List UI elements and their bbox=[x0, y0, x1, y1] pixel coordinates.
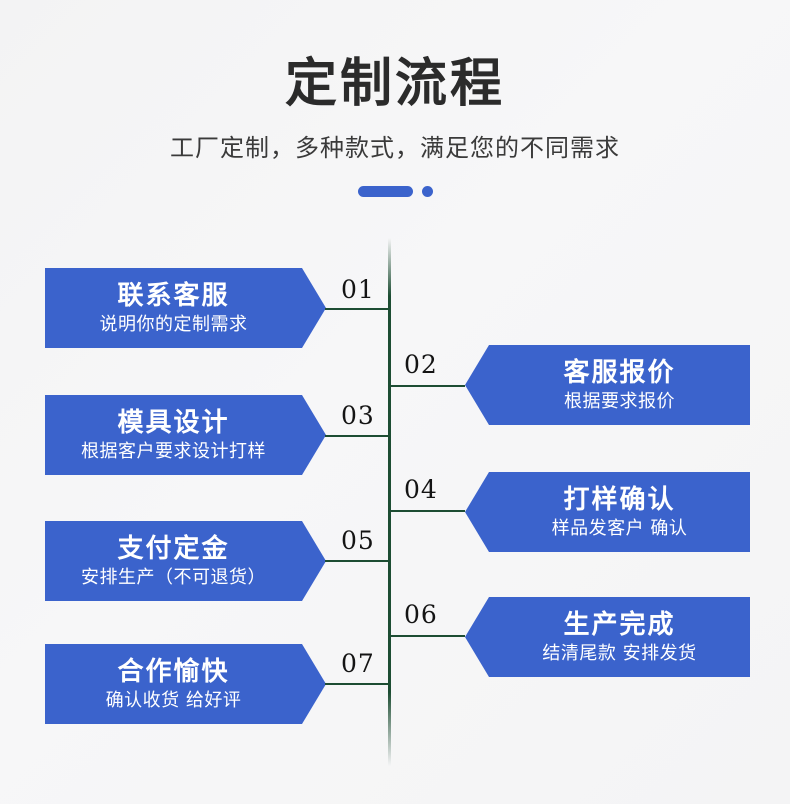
flow-step-title: 打样确认 bbox=[563, 484, 676, 515]
flow-step-box-02[interactable]: 客服报价根据要求报价 bbox=[465, 345, 750, 425]
timeline-spine bbox=[388, 238, 391, 766]
page-subtitle: 工厂定制，多种款式，满足您的不同需求 bbox=[170, 134, 620, 162]
flow-step-box-01[interactable]: 联系客服说明你的定制需求 bbox=[45, 268, 326, 348]
dot-indicator-icon[interactable] bbox=[421, 186, 433, 197]
flow-step-subtitle: 结清尾款 安排发货 bbox=[542, 642, 697, 664]
flow-step-title: 模具设计 bbox=[117, 407, 230, 438]
flow-step-subtitle: 安排生产（不可退货） bbox=[81, 566, 266, 588]
arrow-right-icon bbox=[302, 644, 326, 724]
flow-step-box-07[interactable]: 合作愉快确认收货 给好评 bbox=[45, 644, 326, 724]
flow-step-title: 客服报价 bbox=[563, 357, 676, 388]
connector-line-03 bbox=[325, 435, 389, 437]
page-header: 定制流程 工厂定制，多种款式，满足您的不同需求 bbox=[0, 0, 790, 197]
pill-indicator-icon[interactable] bbox=[357, 186, 413, 197]
arrow-left-icon bbox=[465, 345, 489, 425]
step-number-01: 01 bbox=[341, 275, 375, 304]
flow-step-title: 联系客服 bbox=[117, 280, 230, 311]
flow-step-subtitle: 根据要求报价 bbox=[564, 390, 675, 412]
flow-step-subtitle: 确认收货 给好评 bbox=[105, 689, 242, 711]
flow-step-subtitle: 样品发客户 确认 bbox=[551, 517, 688, 539]
flow-step-box-06[interactable]: 生产完成结清尾款 安排发货 bbox=[465, 597, 750, 677]
carousel-indicator bbox=[0, 186, 790, 197]
page-title: 定制流程 bbox=[284, 54, 505, 114]
flow-step-title: 生产完成 bbox=[563, 609, 676, 640]
flow-step-title: 支付定金 bbox=[117, 533, 230, 564]
flow-step-title: 合作愉快 bbox=[117, 656, 230, 687]
connector-line-04 bbox=[389, 510, 465, 512]
arrow-right-icon bbox=[302, 395, 326, 475]
arrow-left-icon bbox=[465, 597, 489, 677]
connector-line-02 bbox=[389, 385, 465, 387]
arrow-right-icon bbox=[302, 521, 326, 601]
step-number-04: 04 bbox=[404, 475, 438, 504]
arrow-left-icon bbox=[465, 472, 489, 552]
connector-line-05 bbox=[325, 560, 389, 562]
connector-line-06 bbox=[389, 635, 465, 637]
flow-step-subtitle: 说明你的定制需求 bbox=[99, 313, 248, 335]
arrow-right-icon bbox=[302, 268, 326, 348]
flow-step-box-05[interactable]: 支付定金安排生产（不可退货） bbox=[45, 521, 326, 601]
flow-step-box-04[interactable]: 打样确认样品发客户 确认 bbox=[465, 472, 750, 552]
step-number-05: 05 bbox=[341, 526, 375, 555]
connector-line-01 bbox=[325, 308, 389, 310]
step-number-02: 02 bbox=[404, 350, 438, 379]
connector-line-07 bbox=[325, 683, 389, 685]
step-number-07: 07 bbox=[341, 649, 375, 678]
step-number-06: 06 bbox=[404, 600, 438, 629]
step-number-03: 03 bbox=[341, 401, 375, 430]
flow-step-box-03[interactable]: 模具设计根据客户要求设计打样 bbox=[45, 395, 326, 475]
flow-step-subtitle: 根据客户要求设计打样 bbox=[81, 440, 266, 462]
